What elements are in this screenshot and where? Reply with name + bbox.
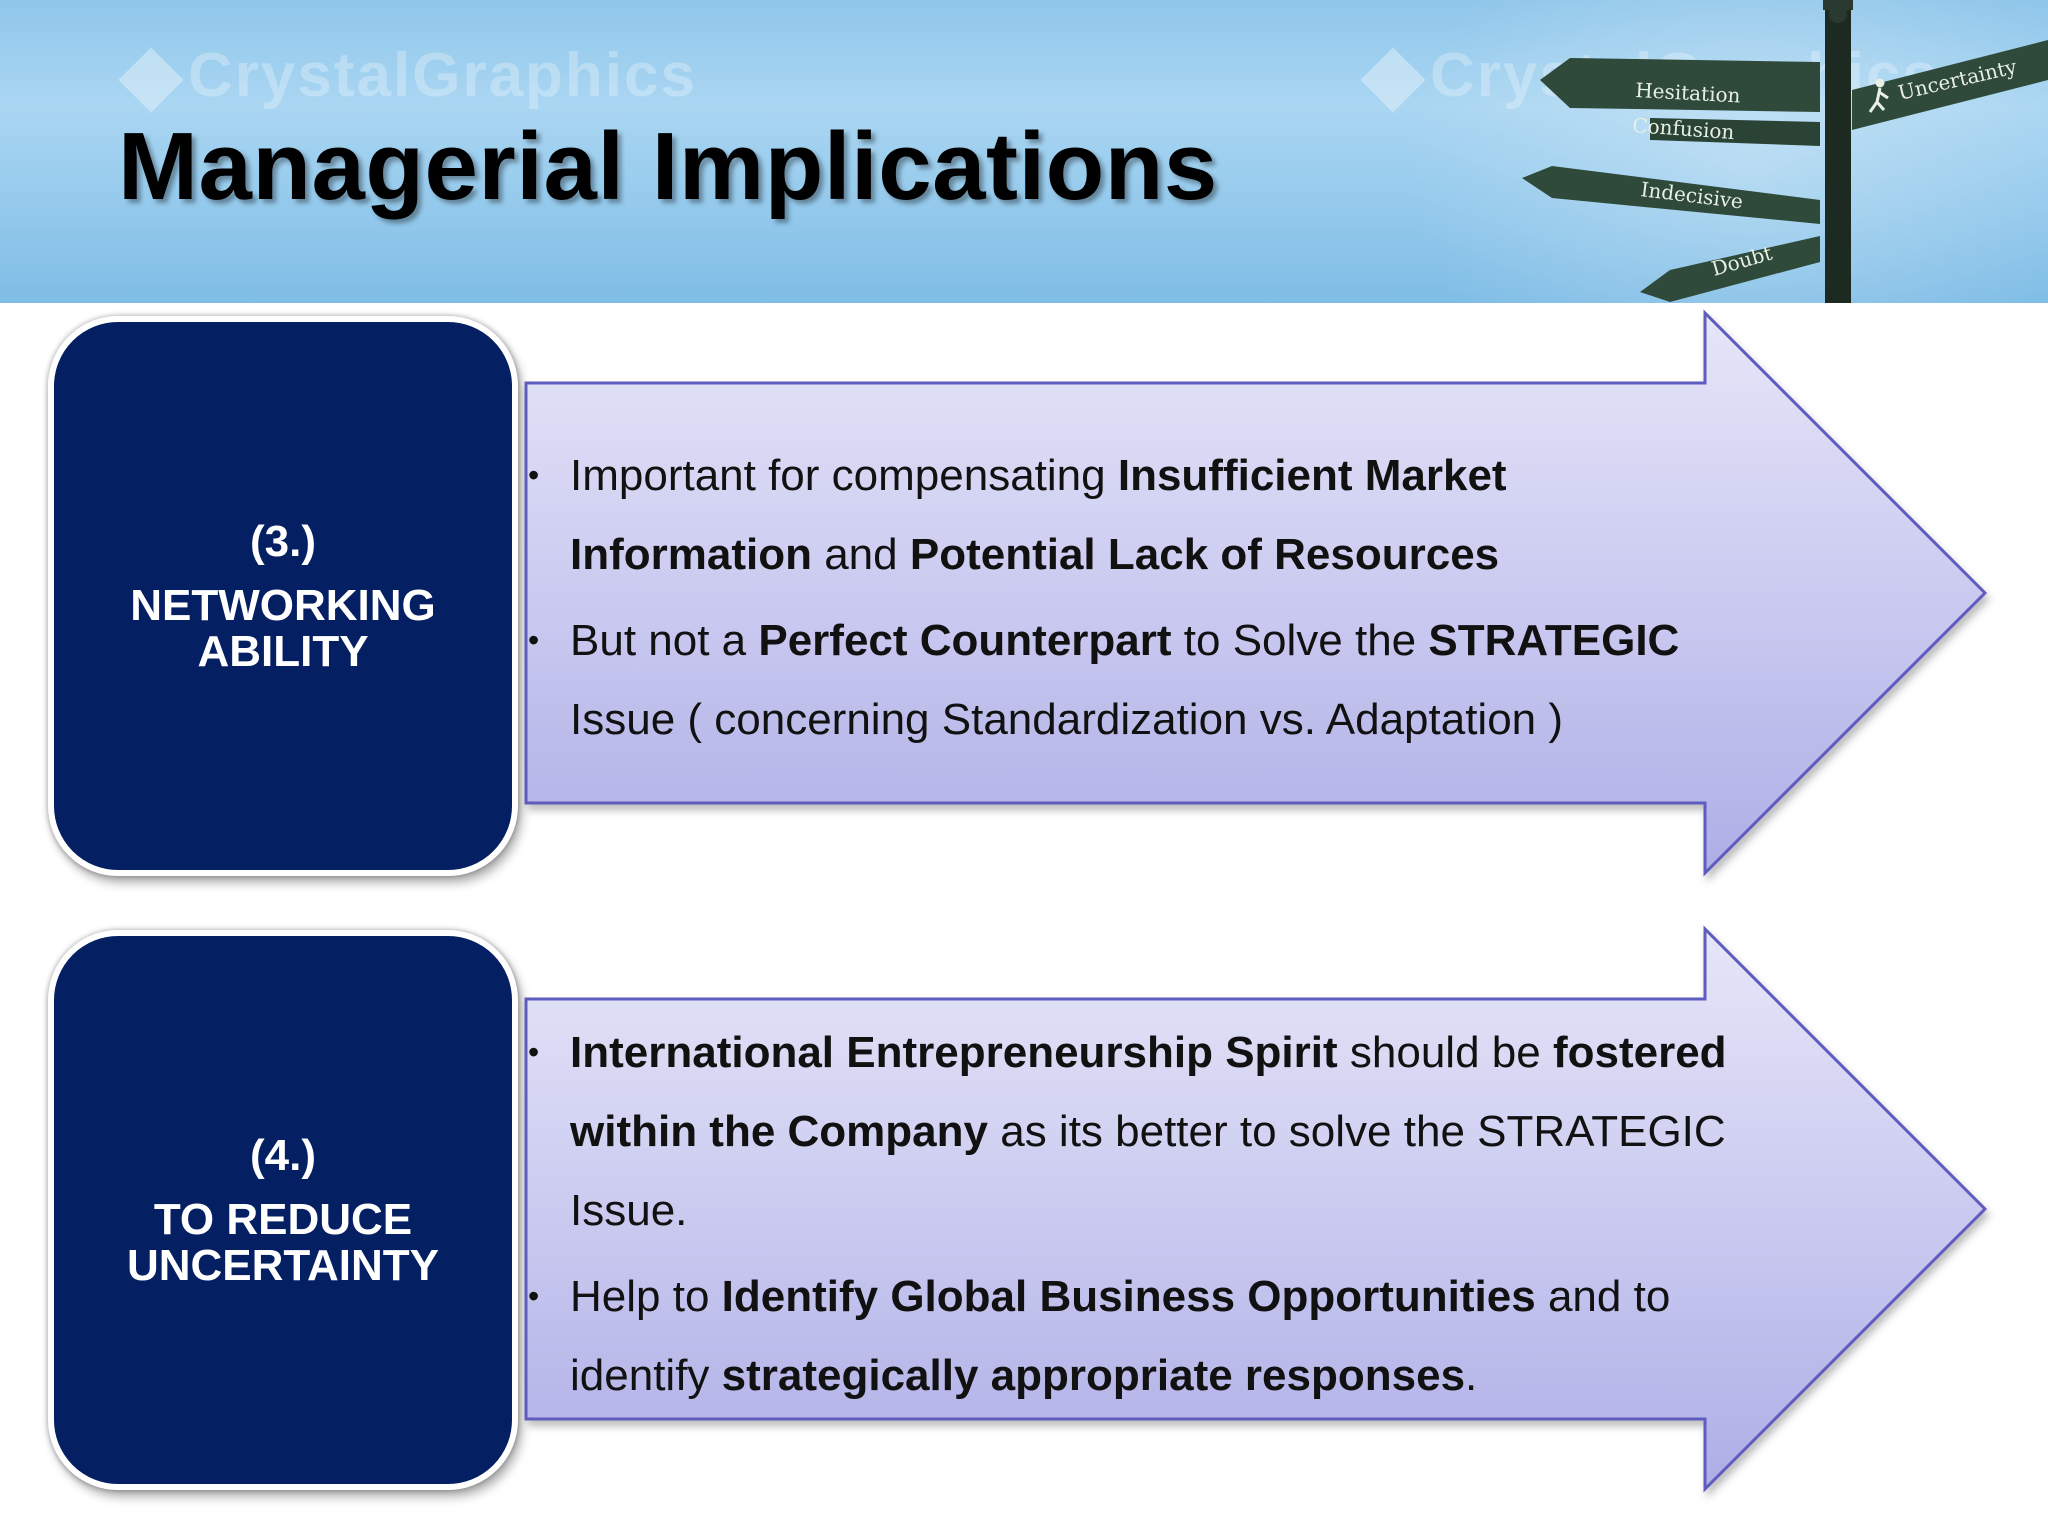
header-glow: [1400, 0, 2048, 303]
section-number: (3.): [250, 517, 316, 566]
section-label-line2: ABILITY: [197, 627, 369, 676]
section-3-card: (3.) NETWORKING ABILITY: [48, 316, 518, 876]
sign-indecisive: [1522, 166, 1820, 224]
section-4-card: (4.) TO REDUCE UNCERTAINTY: [48, 930, 518, 1490]
bullet-item: Important for compensating Insufficient …: [528, 436, 1728, 594]
section-label-line2: UNCERTAINTY: [126, 1241, 440, 1290]
bullet-item: International Entrepreneurship Spirit sh…: [528, 1013, 1728, 1250]
sign-label-confusion: Confusion: [1632, 113, 1736, 144]
slide-title: Managerial Implications: [118, 113, 1218, 220]
watermark-left: CrystalGraphics: [118, 40, 697, 113]
section-4-bullets: International Entrepreneurship Spirit sh…: [528, 1013, 1728, 1422]
bullet-item: Help to Identify Global Business Opportu…: [528, 1257, 1728, 1415]
section-number: (4.): [250, 1131, 316, 1180]
walking-person-icon: [1868, 78, 1889, 113]
sign-confusion: [1650, 118, 1820, 146]
sign-doubt: [1640, 236, 1820, 302]
section-label-line1: NETWORKING: [130, 581, 436, 630]
header-banner: CrystalGraphics CrystalGraphics Hesitati…: [0, 0, 2048, 303]
section-3-bullets: Important for compensating Insufficient …: [528, 436, 1728, 766]
sign-hesitation: [1540, 58, 1820, 112]
sign-label-hesitation: Hesitation: [1635, 78, 1741, 107]
section-label-line1: TO REDUCE: [153, 1195, 413, 1244]
crystalgraphics-logo-icon: [1360, 47, 1426, 113]
crystalgraphics-logo-icon: [118, 47, 184, 113]
sign-uncertainty: [1852, 40, 2048, 130]
signpost-image: Hesitation Confusion Indecisive Doubt Un…: [1522, 0, 2048, 303]
bullet-item: But not a Perfect Counterpart to Solve t…: [528, 601, 1728, 759]
